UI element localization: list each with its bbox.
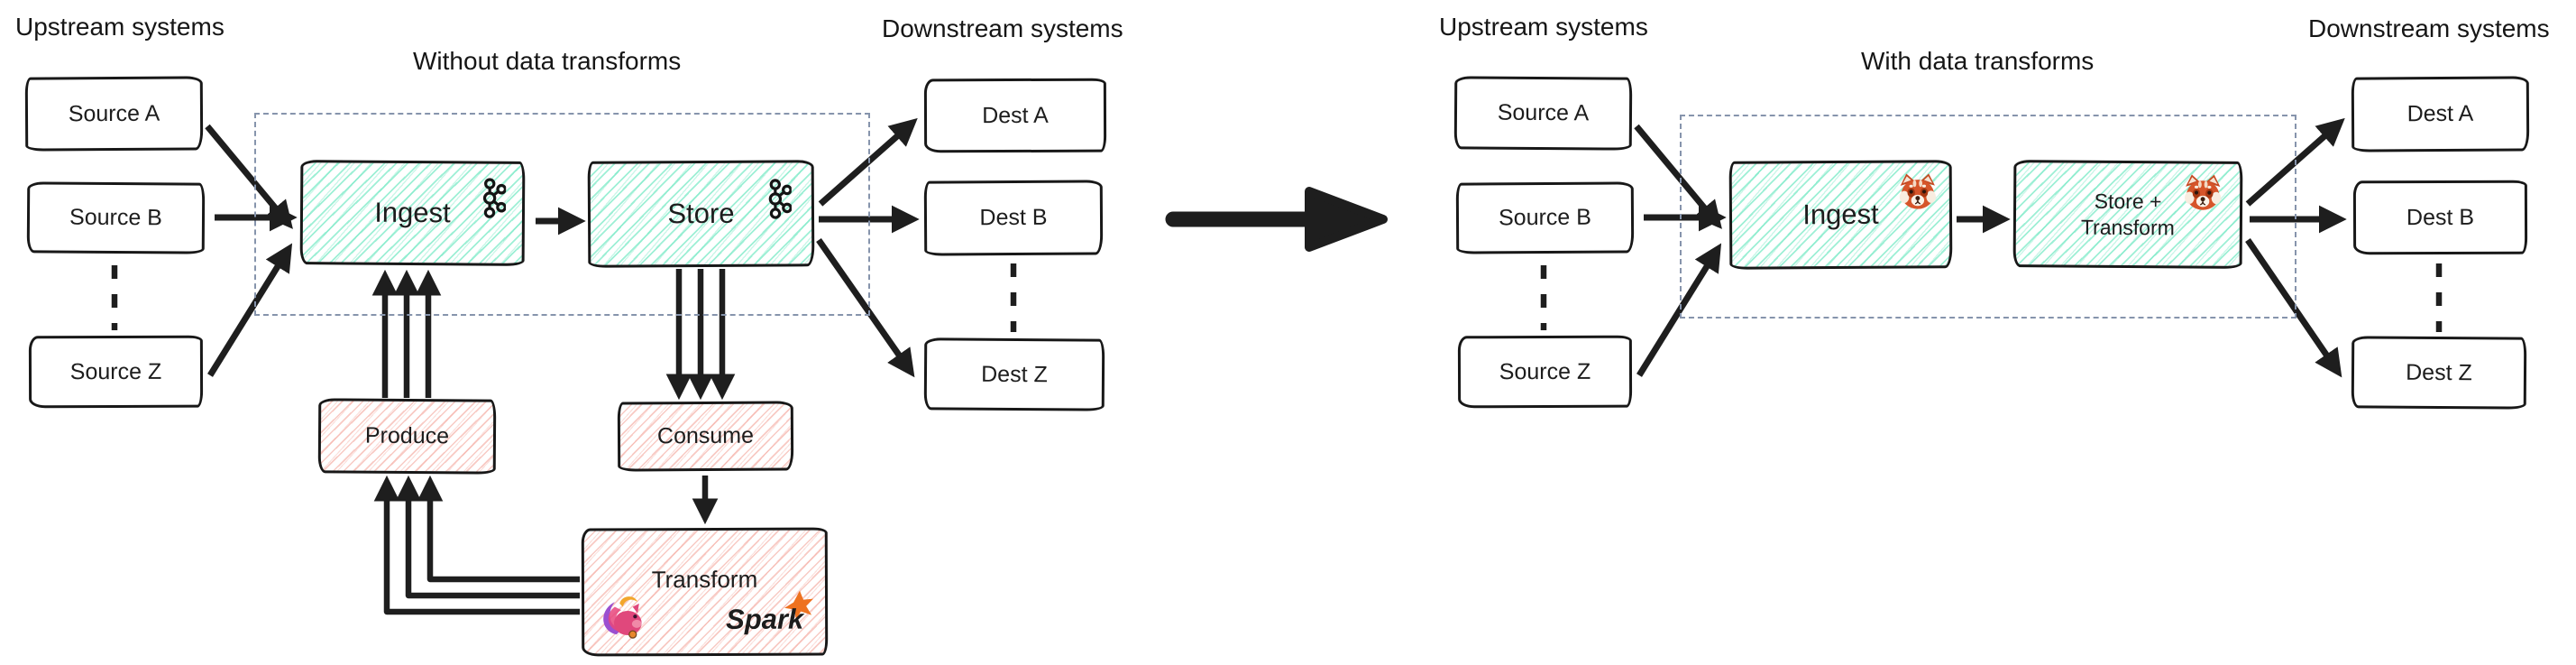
right-upstream-label: Upstream systems xyxy=(1439,13,1648,41)
node-label: Dest A xyxy=(2406,101,2474,127)
produce-node: Produce xyxy=(317,398,497,475)
node-label: Ingest xyxy=(374,196,451,229)
node-label: Source Z xyxy=(1499,358,1591,384)
node-label: Source Z xyxy=(69,358,162,384)
left-pipeline-boundary xyxy=(254,113,870,316)
left-dest-z: Dest Z xyxy=(923,337,1105,411)
redpanda-icon xyxy=(1897,171,1939,218)
transition-arrow xyxy=(1165,187,1388,252)
right-diagram-title: With data transforms xyxy=(1861,47,2095,75)
node-label: Source B xyxy=(1498,204,1592,231)
left-ingest-node: Ingest xyxy=(299,160,526,266)
kafka-icon xyxy=(759,177,793,227)
arrow-transform-produce-2 xyxy=(395,475,580,599)
right-downstream-label: Downstream systems xyxy=(2308,14,2550,42)
right-source-b: Source B xyxy=(1455,181,1635,254)
spark-star-icon: Spark xyxy=(724,589,814,642)
transform-node: Transform Spark xyxy=(581,527,829,657)
node-label: Produce xyxy=(364,422,450,449)
left-diagram-title: Without data transforms xyxy=(413,47,682,75)
arrow-transform-produce-3 xyxy=(417,475,580,583)
node-label: Dest B xyxy=(979,205,1048,231)
svg-text:Spark: Spark xyxy=(726,604,805,635)
node-label: Store + Transform xyxy=(2081,189,2175,240)
left-source-b: Source B xyxy=(26,181,206,254)
node-label: Source A xyxy=(1497,99,1590,126)
flink-squirrel-icon xyxy=(597,593,646,646)
left-upstream-label: Upstream systems xyxy=(15,13,225,41)
right-dest-z: Dest Z xyxy=(2351,336,2527,410)
right-store-transform-node: Store + Transform xyxy=(2012,160,2243,269)
node-label: Dest B xyxy=(2406,204,2475,230)
left-downstream-label: Downstream systems xyxy=(882,14,1123,42)
consume-node: Consume xyxy=(617,401,794,472)
redpanda-icon xyxy=(2182,172,2223,217)
right-source-a: Source A xyxy=(1453,76,1633,151)
left-source-z: Source Z xyxy=(28,335,204,409)
right-dest-a: Dest A xyxy=(2351,76,2530,152)
left-store-node: Store xyxy=(587,160,815,268)
node-label: Source B xyxy=(69,204,163,231)
node-label: Dest Z xyxy=(981,361,1048,388)
node-label: Dest A xyxy=(982,102,1049,128)
node-label: Dest Z xyxy=(2406,359,2472,386)
right-pipeline-boundary xyxy=(1680,115,2296,319)
right-dest-b: Dest B xyxy=(2352,180,2528,255)
store-transform-line1: Store + xyxy=(2094,189,2162,214)
right-source-z: Source Z xyxy=(1457,335,1633,409)
node-label: Ingest xyxy=(1802,198,1879,231)
node-label: Store xyxy=(667,197,735,230)
left-source-a: Source A xyxy=(24,76,204,152)
right-ingest-node: Ingest xyxy=(1728,160,1953,270)
node-label: Consume xyxy=(656,422,755,449)
node-label: Source A xyxy=(68,100,160,127)
left-dest-a: Dest A xyxy=(923,78,1107,153)
kafka-icon xyxy=(473,176,507,226)
arrow-transform-produce-1 xyxy=(373,475,580,615)
left-dest-b: Dest B xyxy=(923,180,1104,256)
store-transform-line2: Transform xyxy=(2080,215,2175,239)
